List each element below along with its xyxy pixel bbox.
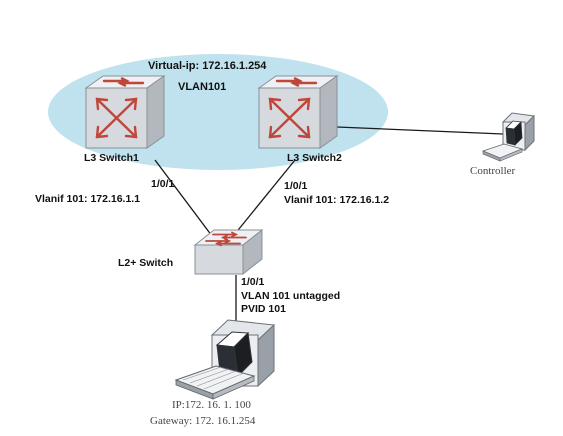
controller-pc-icon[interactable] bbox=[481, 112, 536, 162]
switch1-vlanif-label: Vlanif 101: 172.16.1.1 bbox=[35, 193, 141, 205]
l3-switch2-icon[interactable] bbox=[257, 75, 339, 149]
l2-switch-port-label: 1/0/1 bbox=[241, 276, 265, 288]
switch2-port-label: 1/0/1 bbox=[284, 180, 308, 192]
link-switch2-controller bbox=[336, 126, 504, 135]
host-gateway-label: Gateway: 172. 16.1.254 bbox=[150, 415, 256, 427]
switch1-port-label: 1/0/1 bbox=[151, 178, 175, 190]
l2-switch-vlan-label: VLAN 101 untagged bbox=[241, 290, 341, 302]
controller-name-label: Controller bbox=[470, 165, 516, 177]
vrrp-virtual-ip-label: Virtual-ip: 172.16.1.254 bbox=[148, 60, 267, 72]
host-ip-label: IP:172. 16. 1. 100 bbox=[172, 399, 251, 411]
link-switch2-l2switch bbox=[229, 159, 296, 241]
switch1-name-label: L3 Switch1 bbox=[84, 152, 139, 164]
l2-switch-icon[interactable] bbox=[193, 228, 264, 276]
vrrp-vlan-label: VLAN101 bbox=[178, 81, 227, 93]
l2-switch-pvid-label: PVID 101 bbox=[241, 303, 286, 315]
link-switch1-l2switch bbox=[154, 159, 216, 241]
host-pc-icon[interactable] bbox=[174, 319, 276, 400]
l3-switch1-icon[interactable] bbox=[84, 75, 166, 149]
switch2-vlanif-label: Vlanif 101: 172.16.1.2 bbox=[284, 194, 390, 206]
switch2-name-label: L3 Switch2 bbox=[287, 152, 342, 164]
l2-switch-name-label: L2+ Switch bbox=[118, 257, 174, 269]
